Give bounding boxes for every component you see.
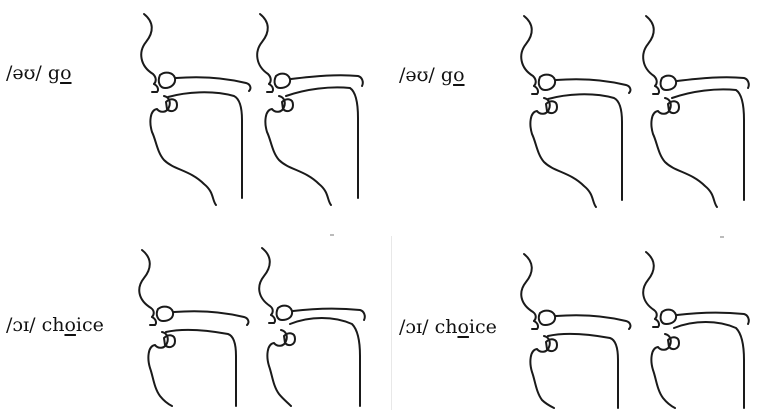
label-oi-choice-left: /ɔɪ/ choice — [6, 316, 104, 335]
face-profile — [257, 14, 271, 84]
lower-lip-jaw — [150, 96, 216, 205]
lower-lip-jaw — [267, 330, 291, 406]
face-profile — [643, 16, 657, 86]
face-profile — [643, 252, 657, 319]
upper-lip — [653, 319, 659, 327]
mouth-section-diagram — [632, 14, 762, 209]
underlined-letters: o — [60, 62, 71, 84]
teeth-upper — [275, 74, 291, 88]
ipa-symbol: /əʊ/ — [399, 64, 435, 86]
hard-palate — [677, 77, 749, 88]
teeth-lower — [546, 101, 557, 113]
lower-lip-jaw — [148, 332, 172, 406]
teeth-lower — [166, 99, 177, 111]
lower-lip-jaw — [651, 98, 717, 207]
lower-lip-jaw — [651, 334, 675, 408]
ipa-symbol: /əʊ/ — [6, 62, 42, 84]
lower-lip-jaw — [530, 336, 554, 408]
teeth-upper — [661, 310, 677, 324]
teeth-upper — [277, 306, 293, 320]
tongue — [290, 318, 360, 406]
face-profile — [259, 248, 273, 315]
upper-lip — [152, 84, 158, 92]
panel-divider — [391, 236, 392, 410]
word-prefix: g — [441, 64, 453, 86]
teeth-lower — [164, 335, 175, 347]
teeth-upper — [157, 307, 173, 321]
word-prefix: g — [48, 62, 60, 84]
face-profile — [521, 16, 535, 86]
hard-palate — [176, 77, 250, 91]
hard-palate — [291, 75, 363, 86]
face-profile — [141, 14, 155, 84]
face-profile — [521, 254, 535, 321]
mouth-section-diagram — [512, 14, 642, 209]
lower-lip-jaw — [530, 98, 596, 207]
tongue — [168, 92, 242, 198]
label-ou-go-left: /əʊ/ go — [6, 64, 72, 83]
upper-lip — [269, 315, 275, 323]
tongue — [672, 89, 744, 200]
teeth-upper — [159, 73, 175, 88]
tongue — [166, 330, 236, 406]
word-suffix: ice — [76, 314, 104, 336]
teeth-lower — [546, 339, 557, 351]
upper-lip — [532, 86, 538, 94]
mouth-section-diagram — [130, 248, 260, 408]
word-suffix: ice — [469, 316, 497, 338]
scan-fleck — [330, 234, 334, 236]
face-profile — [139, 250, 153, 317]
label-ou-go-right: /əʊ/ go — [399, 66, 465, 85]
hard-palate — [174, 311, 248, 325]
word-prefix: ch — [42, 314, 65, 336]
ipa-symbol: /ɔɪ/ — [6, 314, 36, 336]
tongue — [548, 94, 622, 200]
underlined-letters: o — [64, 314, 75, 336]
ipa-symbol: /ɔɪ/ — [399, 316, 429, 338]
tongue — [674, 322, 744, 408]
upper-lip — [532, 321, 538, 329]
label-oi-choice-right: /ɔɪ/ choice — [399, 318, 497, 337]
mouth-section-diagram — [246, 12, 376, 207]
upper-lip — [150, 317, 156, 325]
underlined-letters: o — [457, 316, 468, 338]
tongue — [286, 87, 358, 198]
scan-fleck — [720, 236, 724, 238]
mouth-section-diagram — [512, 252, 642, 410]
teeth-upper — [539, 311, 555, 325]
tongue — [548, 334, 618, 408]
mouth-section-diagram — [632, 250, 762, 410]
teeth-upper — [661, 76, 677, 90]
teeth-upper — [539, 75, 555, 90]
mouth-section-diagram — [248, 246, 378, 408]
hard-palate — [556, 315, 630, 329]
underlined-letters: o — [453, 64, 464, 86]
upper-lip — [653, 86, 659, 94]
lower-lip-jaw — [265, 96, 331, 205]
word-prefix: ch — [435, 316, 458, 338]
upper-lip — [267, 84, 273, 92]
mouth-section-diagram — [132, 12, 262, 207]
hard-palate — [556, 79, 630, 93]
